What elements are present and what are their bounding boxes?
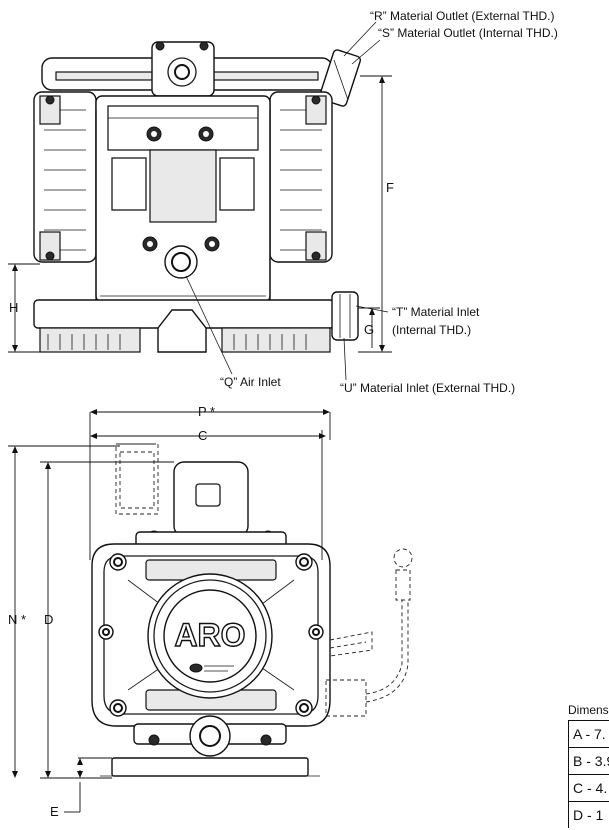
dim-d-label: D xyxy=(44,612,53,627)
dimension-table-title: Dimens xyxy=(568,703,609,717)
air-inlet-port xyxy=(164,245,198,279)
dim-n-label: N * xyxy=(8,612,26,627)
outlet-valve-housing xyxy=(173,461,249,537)
dim-e-label: E xyxy=(50,804,59,819)
base-foot xyxy=(111,757,309,777)
front-dimensions: F G H xyxy=(8,75,394,353)
front-view xyxy=(33,41,362,353)
dim-p-label: P * xyxy=(198,404,215,419)
dimension-row-c: C - 4. xyxy=(568,774,609,801)
callout-q-air: “Q” Air Inlet xyxy=(220,375,281,389)
callout-t-inlet-2: (Internal THD.) xyxy=(392,323,471,337)
center-cap-inner xyxy=(163,589,257,683)
dim-c-label: C xyxy=(198,428,207,443)
callout-t-inlet-1: “T” Material Inlet xyxy=(392,305,480,319)
dimension-row-b: B - 3.9 xyxy=(568,747,609,774)
callout-r-outlet: “R” Material Outlet (External THD.) xyxy=(370,9,554,23)
inlet-port xyxy=(331,291,359,341)
side-dimensions: P * C N * D E xyxy=(8,404,331,819)
dim-h-label: H xyxy=(9,300,18,315)
dim-f-label: F xyxy=(386,180,394,195)
dimension-row-d: D - 1 xyxy=(568,801,609,828)
brand-logo: ARO xyxy=(174,617,245,653)
dimension-row-a: A - 7. xyxy=(568,720,609,747)
dim-g-label: G xyxy=(364,322,374,337)
dimension-table: Dimens A - 7. B - 3.9 C - 4. D - 1 xyxy=(568,700,609,828)
callout-s-outlet: “S” Material Outlet (Internal THD.) xyxy=(378,26,558,40)
front-callouts: “R” Material Outlet (External THD.) “S” … xyxy=(185,9,558,395)
callout-u-inlet: “U” Material Inlet (External THD.) xyxy=(340,381,515,395)
side-view: ARO xyxy=(91,443,413,777)
inlet-valve-housing xyxy=(189,715,231,757)
